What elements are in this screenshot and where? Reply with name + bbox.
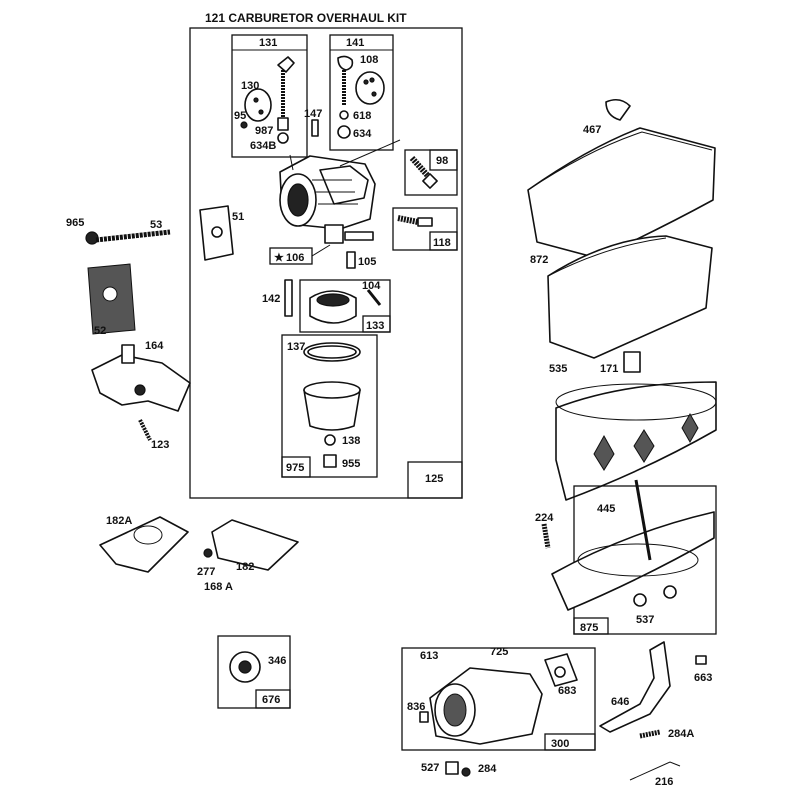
part-277 [203,548,213,558]
label-98: 98 [436,155,448,167]
label-125: 125 [425,473,443,485]
part-836 [419,711,429,723]
part-141-float [337,55,354,71]
part-182 [211,519,299,571]
part-142 [284,279,293,317]
box-975 [281,334,378,478]
label-284a: 284A [668,728,694,740]
label-131: 131 [259,37,277,49]
label-634b: 634B [250,140,276,152]
label-123: 123 [151,439,169,451]
label-133: 133 [366,320,384,332]
label-52: 52 [94,325,106,337]
part-air-base [551,511,715,611]
box-875 [573,485,717,635]
kit-title: 121 CARBURETOR OVERHAUL KIT [205,11,407,25]
part-445-filter [555,381,717,501]
label-284: 284 [478,763,497,775]
part-216-link [629,761,681,781]
part-131-needle [277,56,295,73]
part-147 [311,119,319,137]
label-663: 663 [694,672,712,684]
part-284 [461,767,471,777]
label-108: 108 [360,54,378,66]
label-53: 53 [150,219,162,231]
box-125 [407,461,463,499]
part-646-bracket [599,641,671,733]
label-300: 300 [551,738,569,750]
box-676 [217,635,291,709]
label-613: 613 [420,650,438,662]
label-646: 646 [611,696,629,708]
part-164 [91,354,191,412]
label-445: 445 [597,503,615,515]
label-182: 182 [236,561,254,573]
label-965: 965 [66,217,84,229]
label-537: 537 [636,614,654,626]
label-527: 527 [421,762,439,774]
label-875: 875 [580,622,598,634]
star-symbol: ★ [274,252,284,264]
carburetor-body [279,139,401,244]
label-467: 467 [583,124,601,136]
part-108-diaphragm [355,71,385,105]
label-168a: 168 A [204,581,233,593]
label-95: 95 [234,110,246,122]
label-634: 634 [353,128,372,140]
label-171: 171 [600,363,618,375]
label-872: 872 [530,254,548,266]
carburetor-kit-box [189,27,463,499]
part-535-prefilter [547,235,713,359]
label-51: 51 [232,211,244,223]
label-725: 725 [490,646,508,658]
label-277: 277 [197,566,215,578]
label-104: 104 [362,280,381,292]
label-216: 216 [655,776,673,788]
label-955: 955 [342,458,360,470]
part-955 [323,454,337,468]
label-987: 987 [255,125,273,137]
part-527 [445,761,459,775]
label-182a: 182A [106,515,132,527]
box-98 [404,149,458,196]
part-987 [277,117,289,131]
label-975: 975 [286,462,304,474]
part-618 [339,110,349,120]
label-618: 618 [353,110,371,122]
label-130: 130 [241,80,259,92]
part-105 [346,251,356,269]
part-634 [337,125,351,139]
label-147: 147 [304,108,322,120]
part-467-knob [605,98,631,121]
part-171 [623,351,641,373]
box-131 [231,34,308,158]
box-118 [392,207,458,251]
label-137: 137 [287,341,305,353]
label-106: 106 [286,252,304,264]
part-634b [277,132,289,144]
part-182a [99,516,189,573]
box-133 [299,279,391,333]
label-138: 138 [342,435,360,447]
label-224: 224 [535,512,554,524]
part-138 [324,434,336,446]
box-141 [329,34,394,151]
label-141: 141 [346,37,364,49]
part-872-cover [527,127,716,259]
label-105: 105 [358,256,376,268]
label-164: 164 [145,340,164,352]
label-142: 142 [262,293,280,305]
label-683: 683 [558,685,576,697]
box-300 [401,647,596,751]
label-676: 676 [262,694,280,706]
label-346: 346 [268,655,286,667]
part-130-gasket [244,88,272,122]
label-118: 118 [433,237,451,249]
part-663 [695,655,707,665]
label-535: 535 [549,363,567,375]
label-836: 836 [407,701,425,713]
